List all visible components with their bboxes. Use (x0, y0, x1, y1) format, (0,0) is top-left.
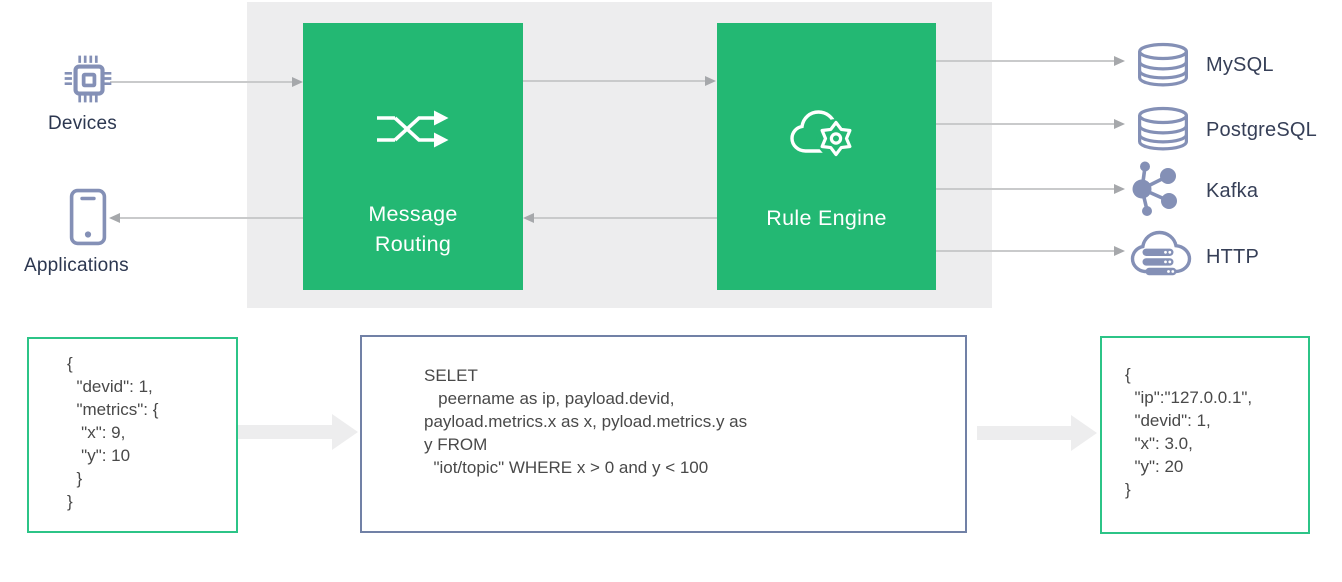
output-message-box: { "ip":"127.0.0.1", "devid": 1, "x": 3.0… (1100, 336, 1310, 534)
rule-engine-box: Rule Engine (717, 23, 936, 290)
input-message-box: { "devid": 1, "metrics": { "x": 9, "y": … (27, 337, 238, 533)
cloud-server-icon (1130, 230, 1192, 276)
connector-rule-engine-to-kafka (936, 188, 1116, 190)
arrowhead-right-icon (1114, 56, 1125, 66)
message-routing-box: Message Routing (303, 23, 523, 290)
message-routing-label: Message Routing (368, 202, 458, 256)
rule-sql-text: SELET peername as ip, payload.devid, pay… (424, 366, 748, 477)
devices-label: Devices (48, 113, 117, 134)
thick-arrow-right-icon (238, 414, 358, 450)
chip-icon (64, 55, 112, 103)
arrowhead-left-icon (109, 213, 120, 223)
arrowhead-right-icon (1114, 119, 1125, 129)
connector-rule-engine-to-http (936, 250, 1116, 252)
database-icon (1138, 106, 1188, 151)
rule-sql-box: SELET peername as ip, payload.devid, pay… (360, 335, 967, 533)
applications-label: Applications (24, 255, 129, 276)
smartphone-icon (69, 188, 107, 246)
postgresql-label: PostgreSQL (1206, 119, 1317, 141)
thick-arrow-right-icon (977, 415, 1097, 451)
connector-rule-engine-to-postgresql (936, 123, 1116, 125)
connector-routing-to-rule-engine (523, 80, 707, 82)
input-message-json: { "devid": 1, "metrics": { "x": 9, "y": … (67, 354, 159, 511)
kafka-share-icon (1132, 161, 1177, 216)
shuffle-icon (377, 110, 449, 148)
arrowhead-right-icon (1114, 184, 1125, 194)
connector-routing-to-applications (120, 217, 303, 219)
cloud-gear-icon (790, 110, 856, 158)
arrowhead-right-icon (1114, 246, 1125, 256)
connector-devices-to-routing (110, 81, 295, 83)
arrowhead-left-icon (523, 213, 534, 223)
output-message-json: { "ip":"127.0.0.1", "devid": 1, "x": 3.0… (1125, 365, 1253, 499)
mysql-label: MySQL (1206, 54, 1274, 76)
connector-rule-engine-to-mysql (936, 60, 1116, 62)
arrowhead-right-icon (292, 77, 303, 87)
rule-engine-label: Rule Engine (766, 206, 887, 230)
http-label: HTTP (1206, 246, 1260, 268)
database-icon (1138, 42, 1188, 87)
arrowhead-right-icon (705, 76, 716, 86)
kafka-label: Kafka (1206, 180, 1259, 202)
connector-rule-engine-to-routing (534, 217, 717, 219)
